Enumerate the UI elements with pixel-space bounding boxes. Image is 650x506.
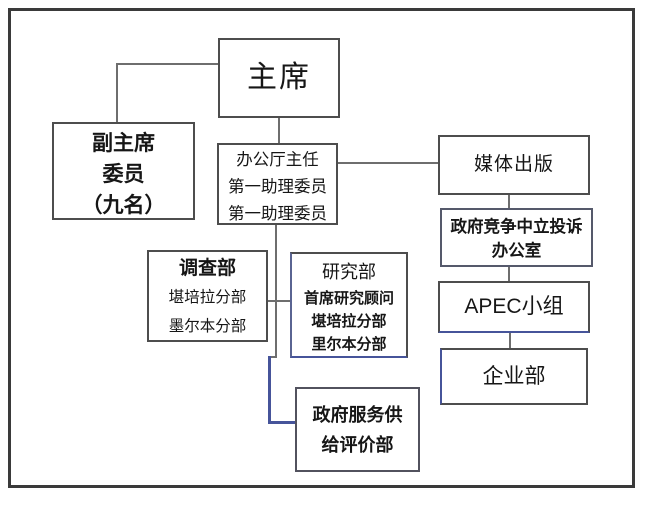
org-node-research-dept-title: 研究部: [322, 262, 376, 282]
org-node-investigation-dept-line: 堪培拉分部: [168, 289, 247, 306]
org-node-research-dept-line: 里尔本分部: [311, 336, 387, 353]
connector-chairman-vicechairman-vertical: [116, 63, 118, 123]
org-node-enterprise-dept-label: 企业部: [482, 365, 546, 388]
org-node-research-dept-line: 堪培拉分部: [311, 313, 387, 330]
connector-apec-enterprise-vertical: [509, 332, 511, 348]
org-node-competition-complaint-office-line: 政府竞争中立投诉: [450, 218, 583, 236]
org-node-vice-chairman-line: 副主席: [92, 131, 155, 155]
org-node-vice-chairman-line: （九名）: [81, 193, 166, 217]
org-node-gov-service-eval-dept-line: 给评价部: [321, 435, 394, 455]
connector-chairman-office-vertical: [278, 118, 280, 143]
org-node-gov-service-eval-dept: 政府服务供 给评价部: [295, 387, 420, 472]
connector-media-complaint-vertical: [508, 195, 510, 209]
connector-trunk-lower-vertical: [268, 356, 271, 423]
org-node-chairman: 主席: [218, 38, 340, 118]
org-node-vice-chairman-line: 委员: [102, 162, 145, 186]
org-node-investigation-dept: 调查部 堪培拉分部 墨尔本分部: [147, 250, 268, 342]
connector-trunk-jog-horizontal: [268, 356, 277, 358]
org-node-apec-group: APEC小组: [438, 281, 590, 333]
org-node-competition-complaint-office: 政府竞争中立投诉 办公室: [440, 208, 593, 267]
org-node-competition-complaint-office-line: 办公室: [491, 242, 542, 260]
org-node-apec-group-label: APEC小组: [464, 295, 564, 318]
org-node-general-office-line: 办公厅主任: [236, 150, 319, 169]
org-node-research-dept-line: 首席研究顾问: [303, 290, 394, 307]
org-node-general-office: 办公厅主任 第一助理委员 第一助理委员: [217, 143, 338, 225]
org-node-general-office-line: 第一助理委员: [228, 177, 327, 196]
org-node-enterprise-dept: 企业部: [440, 348, 588, 405]
org-node-gov-service-eval-dept-line: 政府服务供: [312, 405, 403, 425]
org-node-research-dept: 研究部 首席研究顾问 堪培拉分部 里尔本分部: [290, 252, 408, 358]
connector-chairman-left-horizontal: [117, 63, 218, 65]
connector-office-media-horizontal: [338, 162, 438, 164]
connector-complaint-apec-vertical: [508, 266, 510, 281]
connector-office-trunk-vertical: [275, 225, 277, 358]
org-node-chairman-label: 主席: [247, 61, 311, 94]
org-node-general-office-line: 第一助理委员: [228, 204, 327, 223]
org-node-vice-chairman: 副主席 委员 （九名）: [52, 122, 195, 220]
connector-investigation-research-horizontal: [268, 300, 290, 302]
connector-service-eval-horizontal: [268, 421, 295, 424]
org-node-investigation-dept-line: 墨尔本分部: [168, 318, 247, 335]
org-node-media-publishing-label: 媒体出版: [473, 154, 554, 175]
org-node-investigation-dept-title: 调查部: [178, 258, 236, 279]
org-node-media-publishing: 媒体出版: [438, 135, 590, 195]
